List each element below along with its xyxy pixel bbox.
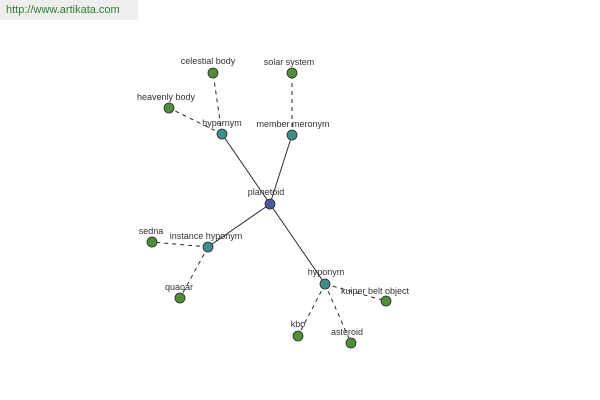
edge-planetoid-to-member-meronym	[269, 134, 293, 205]
node-heavenly-body[interactable]	[163, 102, 175, 114]
node-planetoid[interactable]	[264, 198, 276, 210]
labels-layer: planetoid hypernym member meronym instance …	[137, 56, 410, 337]
node-instance-hyponym[interactable]	[202, 241, 214, 253]
node-label-hyponym: hyponym	[308, 267, 345, 277]
node-label-asteroid: asteroid	[331, 327, 363, 337]
node-label-kuiper-belt-object: kuiper belt object	[341, 286, 410, 296]
edge-instance-hyponym-to-sedna	[151, 241, 209, 248]
edge-instance-hyponym-to-quaoar	[179, 246, 209, 299]
node-label-celestial-body: celestial body	[181, 56, 236, 66]
node-celestial-body[interactable]	[207, 67, 219, 79]
edge-planetoid-to-hyponym	[269, 203, 326, 285]
node-hypernym[interactable]	[216, 128, 228, 140]
node-solar-system[interactable]	[286, 67, 298, 79]
edge-hypernym-to-heavenly-body	[168, 107, 223, 135]
node-kuiper-belt-object[interactable]	[380, 295, 392, 307]
edge-planetoid-to-instance-hyponym	[207, 203, 271, 248]
node-quaoar[interactable]	[174, 292, 186, 304]
edge-planetoid-to-hypernym	[221, 133, 271, 205]
edge-hypernym-to-celestial-body	[212, 72, 223, 135]
node-label-heavenly-body: heavenly body	[137, 92, 196, 102]
edge-hyponym-to-kbo	[297, 283, 326, 337]
node-sedna[interactable]	[146, 236, 158, 248]
node-kbo[interactable]	[292, 330, 304, 342]
node-label-quaoar: quaoar	[165, 282, 193, 292]
edge-hyponym-to-asteroid	[324, 283, 352, 344]
nodes-layer	[146, 67, 392, 349]
node-label-member-meronym: member meronym	[256, 119, 329, 129]
node-label-sedna: sedna	[139, 226, 164, 236]
node-label-planetoid: planetoid	[248, 187, 285, 197]
node-label-solar-system: solar system	[264, 57, 315, 67]
edge-hyponym-to-kuiper-belt-object	[324, 283, 387, 302]
node-label-kbo: kbo	[291, 319, 306, 329]
node-label-hypernym: hypernym	[202, 118, 242, 128]
node-hyponym[interactable]	[319, 278, 331, 290]
node-asteroid[interactable]	[345, 337, 357, 349]
edges-layer	[151, 72, 387, 344]
node-label-instance-hyponym: instance hyponym	[170, 231, 243, 241]
site-url-banner[interactable]: http://www.artikata.com	[0, 0, 138, 20]
node-member-meronym[interactable]	[286, 129, 298, 141]
